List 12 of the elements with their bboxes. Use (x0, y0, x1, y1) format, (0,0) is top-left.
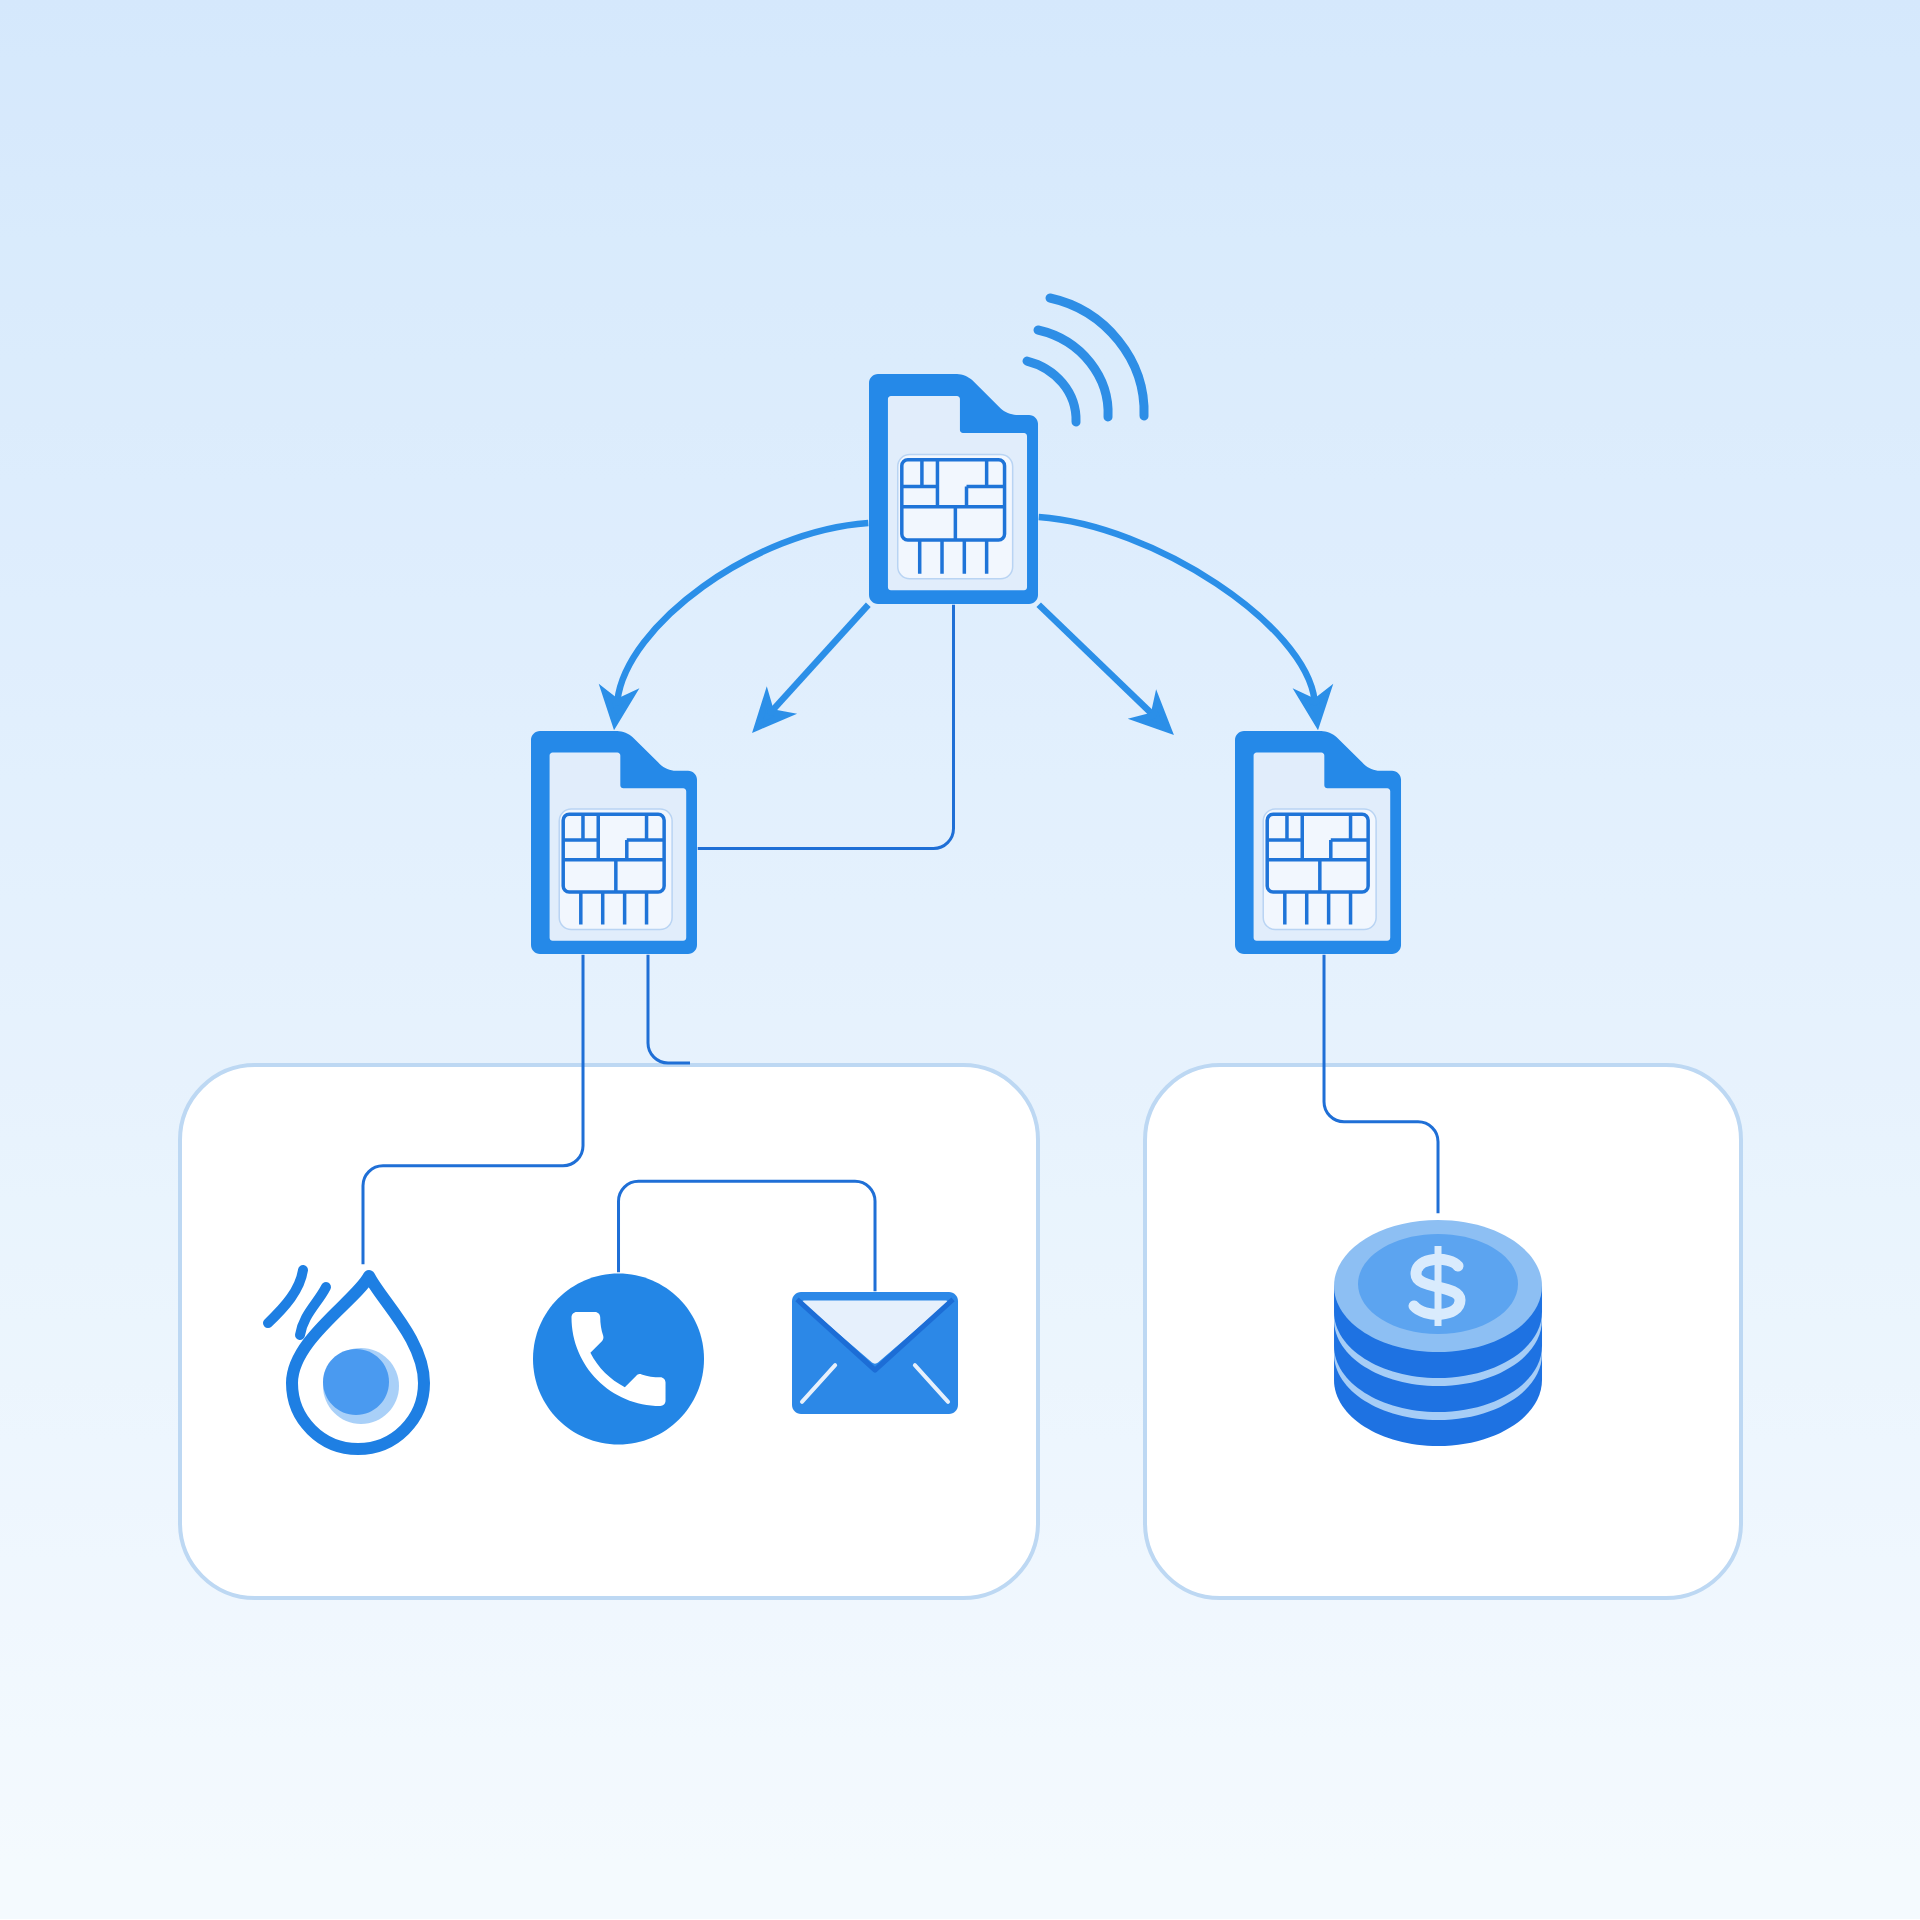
connector-line (1322, 954, 1440, 1214)
coin-stack-icon (1334, 1220, 1542, 1446)
connector-line (646, 954, 690, 1065)
water-drop-icon (263, 1265, 430, 1455)
connector-line (697, 604, 955, 850)
connector-line (361, 954, 585, 1265)
envelope-icon (792, 1292, 958, 1415)
connector-line (617, 1179, 877, 1292)
sim-card-icon (531, 731, 697, 954)
sim-card-icon (869, 374, 1038, 604)
sim-card-icon (1235, 731, 1401, 954)
phone-icon (533, 1273, 704, 1445)
